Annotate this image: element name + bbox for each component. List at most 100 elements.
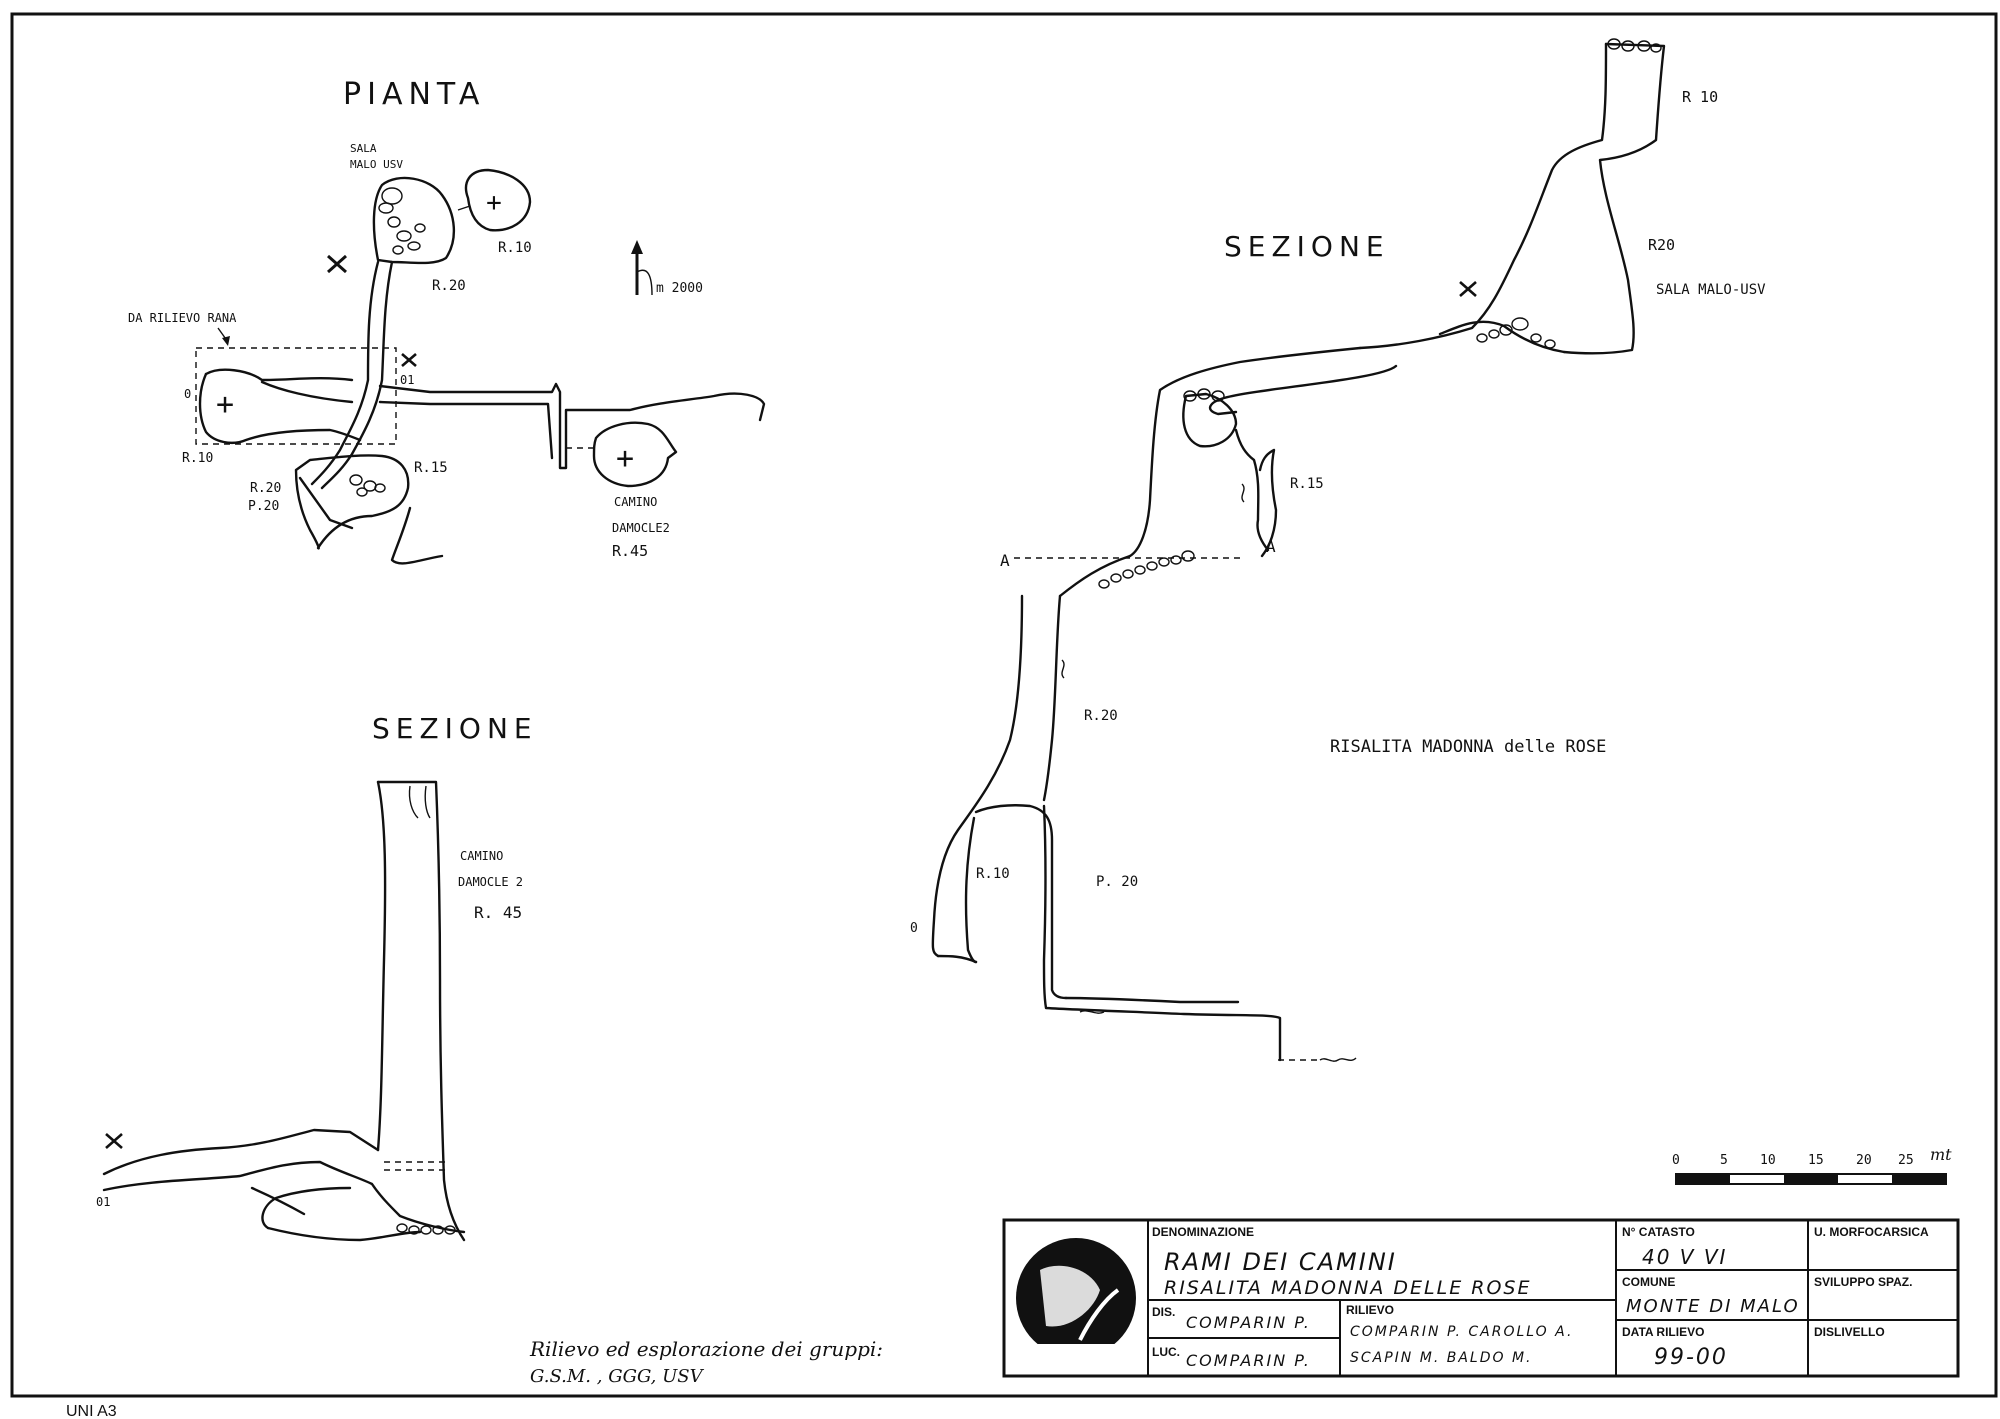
west-chamber xyxy=(198,372,362,444)
scale-unit: mt xyxy=(1930,1145,1952,1164)
credits-line-2: G.S.M. , GGG, USV xyxy=(530,1366,705,1387)
scale-tick-0: 0 xyxy=(1672,1153,1680,1168)
upper-shaft xyxy=(1562,42,1666,355)
rilievo-line-1: COMPARIN P. CAROLLO A. xyxy=(1350,1324,1573,1340)
boulder-cluster xyxy=(396,1223,456,1235)
camino-damocle-shaft xyxy=(376,780,466,1242)
right-section-title: SEZIONE xyxy=(1224,230,1390,263)
denominazione-line-1: RAMI DEI CAMINI xyxy=(1164,1248,1397,1276)
zero-label: 0 xyxy=(184,387,191,401)
dis-label: DIS. xyxy=(1152,1305,1175,1319)
boulder-cluster xyxy=(1183,388,1225,402)
scale-tick-15: 15 xyxy=(1808,1153,1824,1168)
r20-mid-label: R.20 xyxy=(1084,708,1118,724)
crossed-picks-icon xyxy=(1459,281,1477,297)
svg-text:+: + xyxy=(616,441,634,476)
r15-label: R.15 xyxy=(1290,476,1324,492)
credits-line-1: Rilievo ed esplorazione dei gruppi: xyxy=(529,1337,883,1361)
boulder-cluster xyxy=(1607,38,1662,53)
water-flow-icon xyxy=(1061,483,1245,679)
catasto-label: N° CATASTO xyxy=(1622,1225,1695,1239)
rilievo-label: RILIEVO xyxy=(1346,1303,1394,1317)
scale-tick-5: 5 xyxy=(1720,1153,1728,1168)
plan-title: PIANTA xyxy=(343,77,485,112)
scale-bar: 0 5 10 15 20 25 mt xyxy=(1672,1145,1952,1185)
r20-label: R.20 xyxy=(432,278,466,294)
boulder-cluster xyxy=(1098,550,1195,589)
north-declination: m 2000 xyxy=(656,281,703,296)
camino-label-1: CAMINO xyxy=(614,495,657,509)
data-rilievo-label: DATA RILIEVO xyxy=(1622,1325,1704,1339)
camino-label-2: DAMOCLE2 xyxy=(612,521,670,535)
r10-top-label: R 10 xyxy=(1682,88,1718,106)
r10-low-label: R.10 xyxy=(976,866,1010,882)
p20-low-label: P. 20 xyxy=(1096,874,1138,890)
zero-label: 0 xyxy=(910,921,918,936)
descending-gallery xyxy=(310,260,380,486)
r20-top-label: R20 xyxy=(1648,236,1675,254)
risalita-label: RISALITA MADONNA delle ROSE xyxy=(1330,737,1606,757)
dis-value: COMPARIN P. xyxy=(1186,1313,1311,1332)
right-section-view: SEZIONE R 10 R20 SALA MALO-USV xyxy=(910,38,1766,1062)
luc-label: LUC. xyxy=(1152,1345,1180,1359)
r45-label: R.45 xyxy=(612,542,648,560)
sviluppo-label: SVILUPPO SPAZ. xyxy=(1814,1275,1912,1289)
station-01-label: 01 xyxy=(96,1195,110,1209)
camino-damocle-room xyxy=(592,421,678,488)
scale-tick-10: 10 xyxy=(1760,1153,1776,1168)
camino-label-1: CAMINO xyxy=(460,849,503,863)
p20-low-label: P.20 xyxy=(248,499,279,514)
r10-left-label: R.10 xyxy=(182,451,213,466)
comune-label: COMUNE xyxy=(1622,1275,1675,1289)
lower-shaft-complex xyxy=(931,594,1024,958)
upper-chamber-r15 xyxy=(1182,392,1238,448)
luc-value: COMPARIN P. xyxy=(1186,1351,1311,1370)
r15-label: R.15 xyxy=(414,460,448,476)
rana-survey-box xyxy=(195,347,397,445)
denominazione-line-2: RISALITA MADONNA DELLE ROSE xyxy=(1164,1277,1531,1299)
r45-label: R. 45 xyxy=(474,903,522,922)
sala-label-2: MALO USV xyxy=(350,158,403,171)
station-01-label: 01 xyxy=(400,373,414,387)
left-section-view: SEZIONE 01 CAMINO DAMOCLE 2 R. 45 xyxy=(96,712,538,1242)
denominazione-label: DENOMINAZIONE xyxy=(1152,1225,1254,1239)
a-left-label: A xyxy=(1000,551,1010,570)
title-block: DENOMINAZIONE RAMI DEI CAMINI RISALITA M… xyxy=(1002,1218,1960,1378)
middle-passage xyxy=(1128,346,1362,558)
crossed-picks-icon xyxy=(401,353,417,367)
left-section-title: SEZIONE xyxy=(372,712,538,745)
boulder-cluster xyxy=(349,474,386,497)
boulder-cluster xyxy=(378,187,426,255)
r10-label: R.10 xyxy=(498,240,532,256)
sala-label-1: SALA xyxy=(350,142,377,155)
boulder-cluster xyxy=(1476,317,1556,349)
data-rilievo-value: 99-00 xyxy=(1654,1345,1728,1370)
camino-label-2: DAMOCLE 2 xyxy=(458,875,523,889)
r20-low-label: R.20 xyxy=(250,481,281,496)
sala-malo-usv-chamber xyxy=(372,176,456,265)
north-arrow-icon xyxy=(631,240,653,296)
plan-view: PIANTA + SALA MALO USV R.10 R.20 m 2000 xyxy=(128,77,766,565)
scale-tick-20: 20 xyxy=(1856,1153,1872,1168)
crossed-picks-icon xyxy=(327,254,347,274)
lower-gallery xyxy=(102,1128,380,1176)
svg-text:+: + xyxy=(216,387,234,422)
scale-tick-25: 25 xyxy=(1898,1153,1914,1168)
da-rilievo-label: DA RILIEVO RANA xyxy=(128,311,237,325)
south-lower-room xyxy=(294,454,410,550)
a-right-label: A xyxy=(1266,537,1276,556)
sala-malo-usv-label: SALA MALO-USV xyxy=(1656,282,1766,298)
paper-size-label: UNI A3 xyxy=(66,1403,117,1419)
sala-upper-room xyxy=(464,168,532,232)
east-passage xyxy=(378,382,766,470)
catasto-value: 40 V VI xyxy=(1642,1245,1727,1269)
sheet-frame xyxy=(10,12,1998,1398)
group-logo xyxy=(1016,1238,1136,1360)
crossed-picks-icon xyxy=(105,1133,123,1149)
dislivello-label: DISLIVELLO xyxy=(1814,1325,1885,1339)
rilievo-line-2: SCAPIN M. BALDO M. xyxy=(1350,1350,1532,1366)
morfocarsica-label: U. MORFOCARSICA xyxy=(1814,1225,1929,1239)
svg-text:+: + xyxy=(486,188,502,218)
comune-value: MONTE DI MALO xyxy=(1626,1296,1800,1317)
